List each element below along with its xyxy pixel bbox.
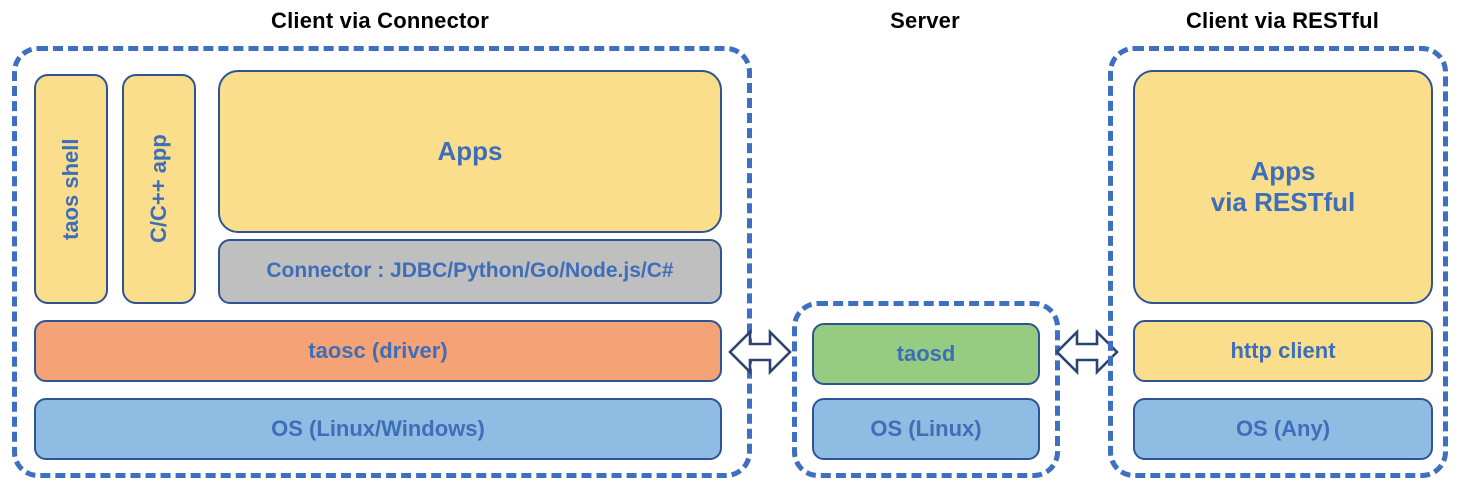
- box-os-client[interactable]: OS (Linux/Windows): [34, 398, 722, 460]
- box-apps-via-restful-label-line2: via RESTful: [1210, 187, 1356, 217]
- box-http-client[interactable]: http client: [1133, 320, 1433, 382]
- box-apps-label: Apps: [437, 136, 503, 167]
- box-http-client-label: http client: [1230, 338, 1336, 364]
- box-os-server-label: OS (Linux): [870, 416, 982, 442]
- box-taos-shell[interactable]: taos shell: [34, 74, 108, 304]
- box-connector-label: Connector : JDBC/Python/Go/Node.js/C#: [266, 259, 674, 283]
- box-taosc-driver-label: taosc (driver): [308, 338, 448, 364]
- box-os-client-label: OS (Linux/Windows): [271, 416, 485, 442]
- section-title-client-connector: Client via Connector: [271, 8, 489, 33]
- box-apps[interactable]: Apps: [218, 70, 722, 233]
- box-os-any-label: OS (Any): [1235, 416, 1331, 442]
- double-arrow-horizontal-icon-left: [728, 325, 792, 384]
- section-title-client-restful: Client via RESTful: [1185, 8, 1380, 33]
- box-taosd-label: taosd: [896, 341, 956, 367]
- box-taosc-driver[interactable]: taosc (driver): [34, 320, 722, 382]
- section-title-server: Server: [890, 8, 960, 33]
- box-connector[interactable]: Connector : JDBC/Python/Go/Node.js/C#: [218, 239, 722, 304]
- box-apps-via-restful-label-line1: Apps: [1250, 156, 1316, 187]
- box-c-cpp-app-label: C/C++ app: [146, 134, 172, 244]
- box-os-any[interactable]: OS (Any): [1133, 398, 1433, 460]
- panel-client-restful: [1108, 46, 1448, 478]
- box-os-server[interactable]: OS (Linux): [812, 398, 1040, 460]
- box-apps-via-restful[interactable]: Apps via RESTful: [1133, 70, 1433, 304]
- box-taos-shell-label: taos shell: [58, 138, 84, 240]
- box-taosd[interactable]: taosd: [812, 323, 1040, 385]
- box-c-cpp-app[interactable]: C/C++ app: [122, 74, 196, 304]
- panel-server: [792, 301, 1060, 478]
- double-arrow-horizontal-icon-right: [1055, 325, 1119, 384]
- panel-client-connector: [12, 46, 752, 478]
